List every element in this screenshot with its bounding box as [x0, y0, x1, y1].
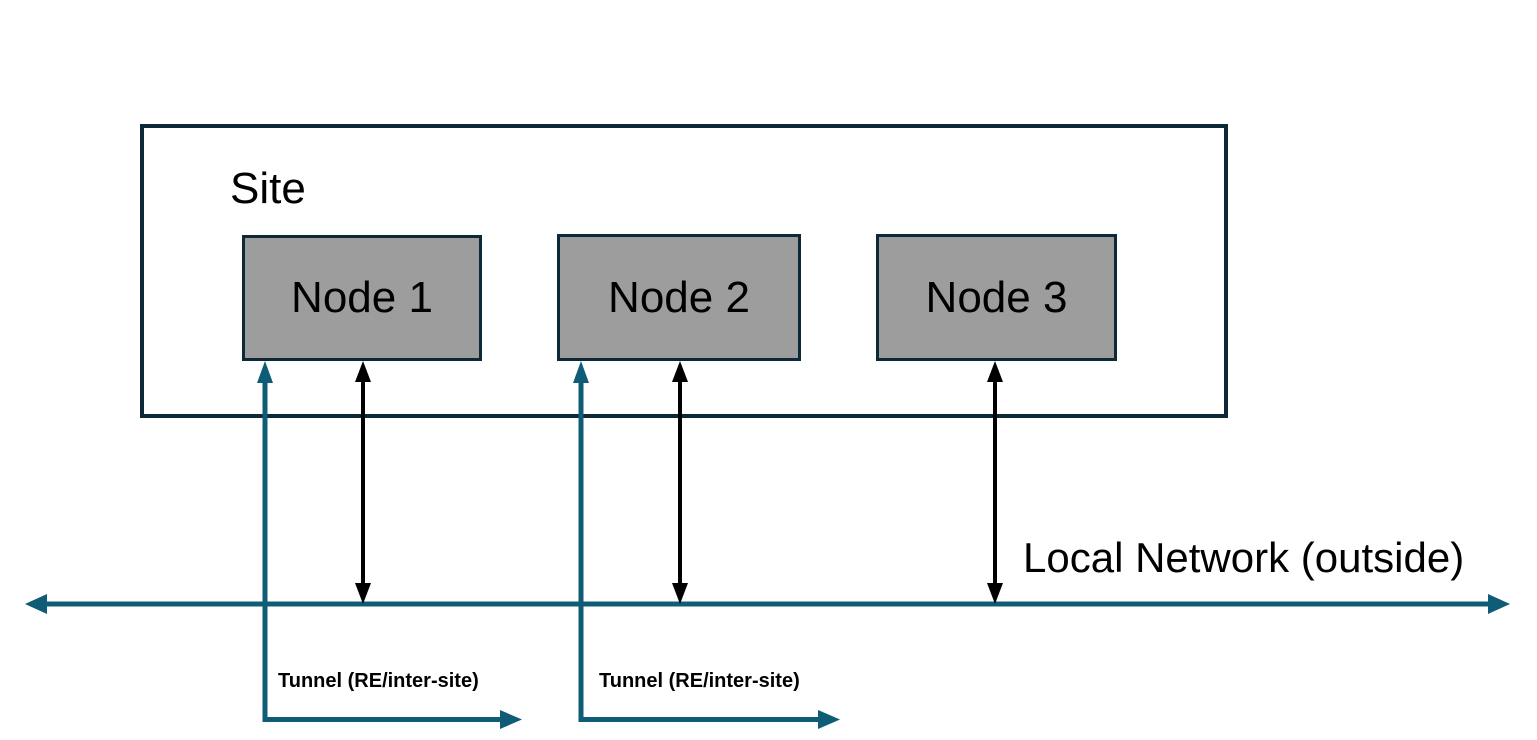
node-3-label: Node 3	[925, 272, 1068, 322]
node-1-label: Node 1	[291, 273, 433, 322]
node-2-label: Node 2	[608, 272, 750, 322]
local-network-label: Local Network (outside)	[1023, 534, 1465, 581]
node-3-box: Node 3	[876, 234, 1117, 361]
node-1-network-arrow	[355, 361, 371, 604]
tunnel-arrow-2	[573, 361, 840, 729]
tunnel-1-label: Tunnel (RE/inter-site)	[278, 670, 479, 692]
tunnel-2-label: Tunnel (RE/inter-site)	[599, 670, 800, 692]
tunnel-arrow-1	[257, 361, 522, 729]
network-line-right-arrowhead	[1488, 594, 1510, 614]
node-2-box: Node 2	[557, 234, 801, 361]
node-1-box: Node 1	[242, 235, 482, 361]
node-3-network-arrow	[987, 361, 1003, 604]
network-line-left-arrowhead	[25, 594, 47, 614]
site-box	[140, 124, 1228, 418]
network-line	[25, 594, 1510, 614]
node-2-network-arrow	[672, 361, 688, 604]
site-label: Site	[230, 164, 306, 213]
